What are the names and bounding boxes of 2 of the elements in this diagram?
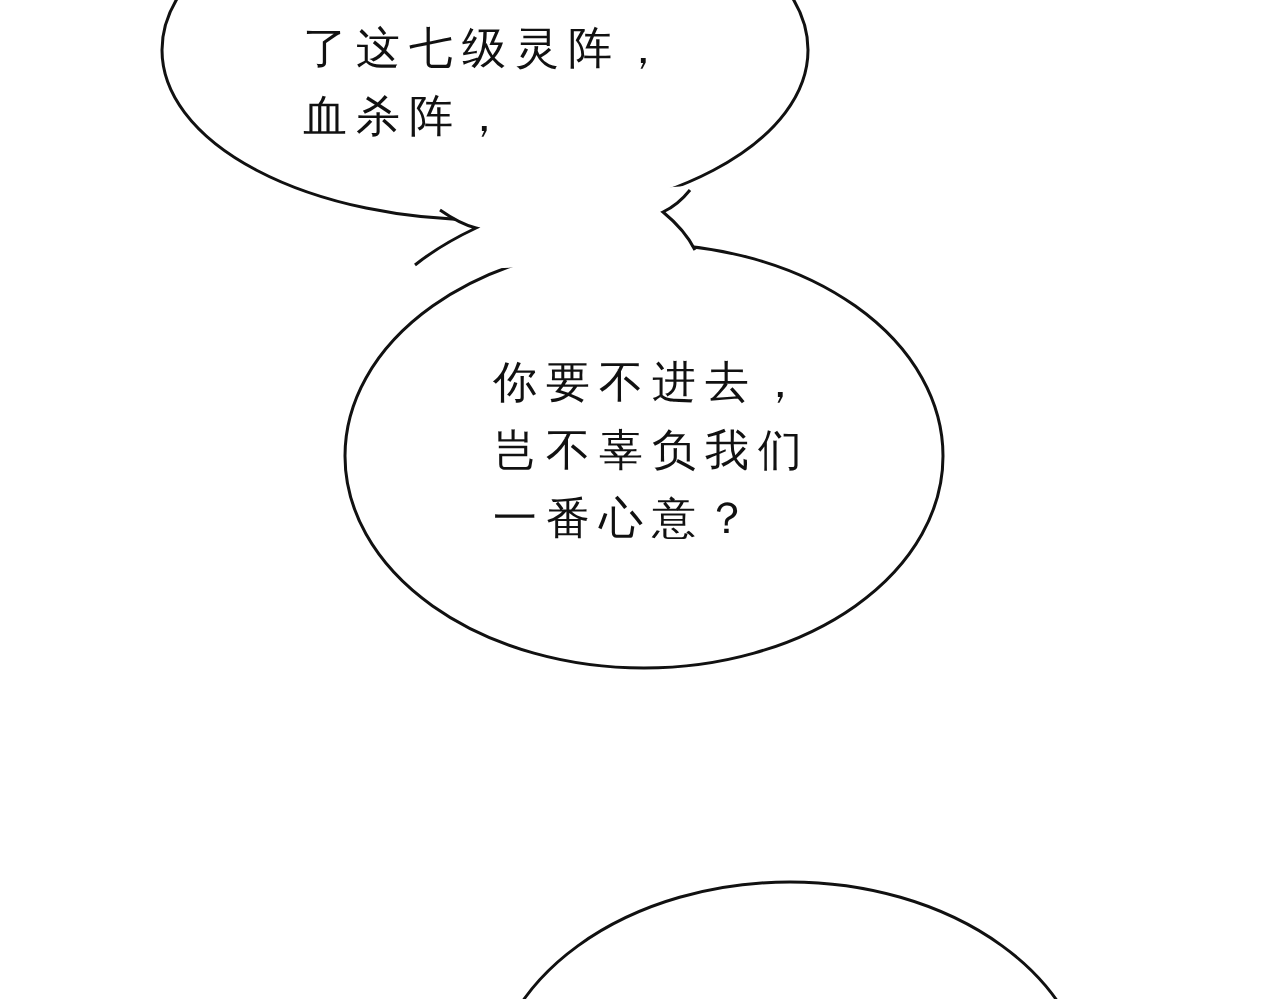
dialogue-text: 了这七级灵阵，血杀阵， [303, 21, 675, 143]
dialogue-text: 你要不进去，岂不辜负我们一番心意？ [493, 355, 812, 545]
